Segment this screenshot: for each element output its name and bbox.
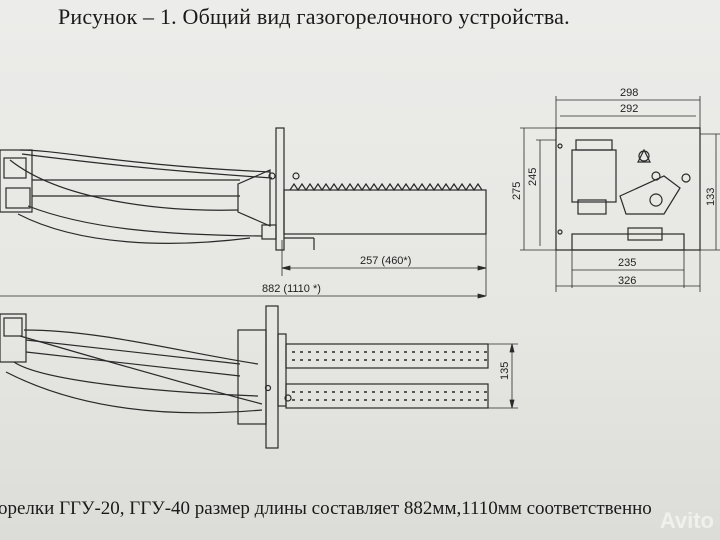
burner-side-view (0, 127, 487, 251)
dim-245: 245 (527, 168, 539, 186)
dim-326: 326 (618, 275, 636, 287)
dim-135: 135 (499, 362, 511, 380)
dim-133: 133 (705, 188, 717, 206)
dim-257: 257 (460*) (360, 255, 411, 267)
side-view-dimensions (0, 234, 487, 299)
dim-275: 275 (511, 182, 523, 200)
burner-plan-view (0, 305, 489, 449)
dim-298: 298 (620, 87, 638, 99)
plan-view-dimension (488, 343, 518, 409)
dim-292: 292 (620, 103, 638, 115)
figure-title: Рисунок – 1. Общий вид газогорелочного у… (58, 4, 570, 29)
dim-235: 235 (618, 257, 636, 269)
dim-882: 882 (1110 *) (262, 283, 321, 295)
burner-front-view (555, 127, 701, 251)
watermark: Avito (659, 508, 714, 533)
front-view-dimensions (520, 96, 720, 292)
burner-holes (292, 351, 487, 401)
figure-caption: орелки ГГУ-20, ГГУ-40 размер длины соста… (0, 498, 652, 519)
burner-teeth (289, 182, 483, 192)
